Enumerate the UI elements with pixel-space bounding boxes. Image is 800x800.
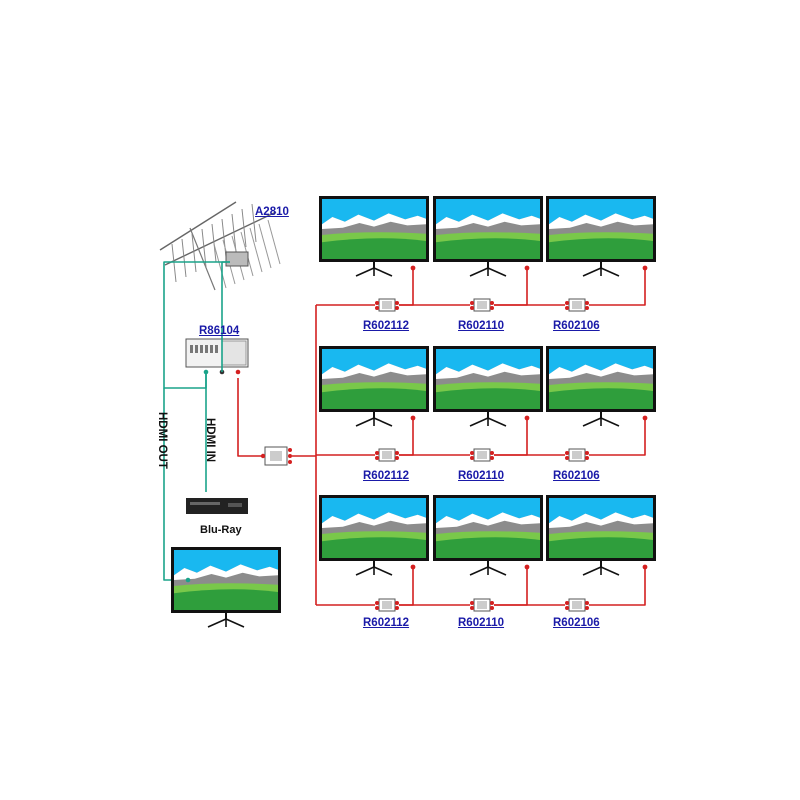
tv-icon: [433, 346, 543, 427]
antenna-label[interactable]: A2810: [255, 206, 289, 218]
tv-icon: [319, 346, 429, 427]
hdmi-out-label: HDMI OUT: [156, 412, 168, 469]
tap-label[interactable]: R602106: [553, 320, 600, 332]
coax-cable: [237, 378, 261, 457]
coax-cable: [494, 418, 528, 456]
tap-icon: [470, 448, 494, 462]
tap-icon: [375, 298, 399, 312]
tv-icon: [433, 495, 543, 576]
coax-cable: [399, 268, 414, 306]
hdmi-connector: [185, 577, 191, 583]
tv-icon: [433, 196, 543, 277]
tv-connector: [410, 415, 416, 421]
tv-connector: [524, 564, 530, 570]
tap-label[interactable]: R602110: [458, 320, 505, 332]
tap-label[interactable]: R602110: [458, 617, 505, 629]
hdmi-in-label: HDMI IN: [204, 418, 216, 463]
tap-label[interactable]: R602106: [553, 617, 600, 629]
tap-icon: [470, 598, 494, 612]
coax-cable: [589, 418, 646, 456]
tv-connector: [642, 564, 648, 570]
tap-label[interactable]: R602110: [458, 470, 505, 482]
tv-icon: [319, 495, 429, 576]
splitter-icon: [260, 446, 292, 466]
antenna-icon: [159, 201, 281, 291]
tv-icon: [319, 196, 429, 277]
tv-icon: [546, 495, 656, 576]
coax-cable: [494, 567, 528, 606]
tv-connector: [524, 415, 530, 421]
tap-icon: [375, 598, 399, 612]
tap-label[interactable]: R602106: [553, 470, 600, 482]
coax-cable: [589, 567, 646, 606]
tv-icon: [546, 346, 656, 427]
amplifier-icon: [185, 338, 249, 375]
tv-connector: [410, 564, 416, 570]
coax-cable: [399, 567, 414, 606]
tv-icon: [546, 196, 656, 277]
tap-icon: [375, 448, 399, 462]
coax-cable: [494, 268, 528, 306]
tap-label[interactable]: R602112: [363, 617, 410, 629]
tv-connector: [642, 415, 648, 421]
tap-icon: [565, 298, 589, 312]
coax-cable: [399, 418, 414, 456]
tv-connector: [642, 265, 648, 271]
coax-cable: [589, 268, 646, 306]
bluray-label: Blu-Ray: [200, 524, 242, 536]
tv-icon: [171, 547, 281, 628]
tap-icon: [470, 298, 494, 312]
tap-icon: [565, 598, 589, 612]
amplifier-label[interactable]: R86104: [199, 325, 240, 337]
bluray-player-icon: [186, 498, 248, 514]
tap-icon: [565, 448, 589, 462]
tv-connector: [524, 265, 530, 271]
tv-connector: [410, 265, 416, 271]
tap-label[interactable]: R602112: [363, 320, 410, 332]
hdmi-cable: [221, 261, 230, 372]
tap-label[interactable]: R602112: [363, 470, 410, 482]
